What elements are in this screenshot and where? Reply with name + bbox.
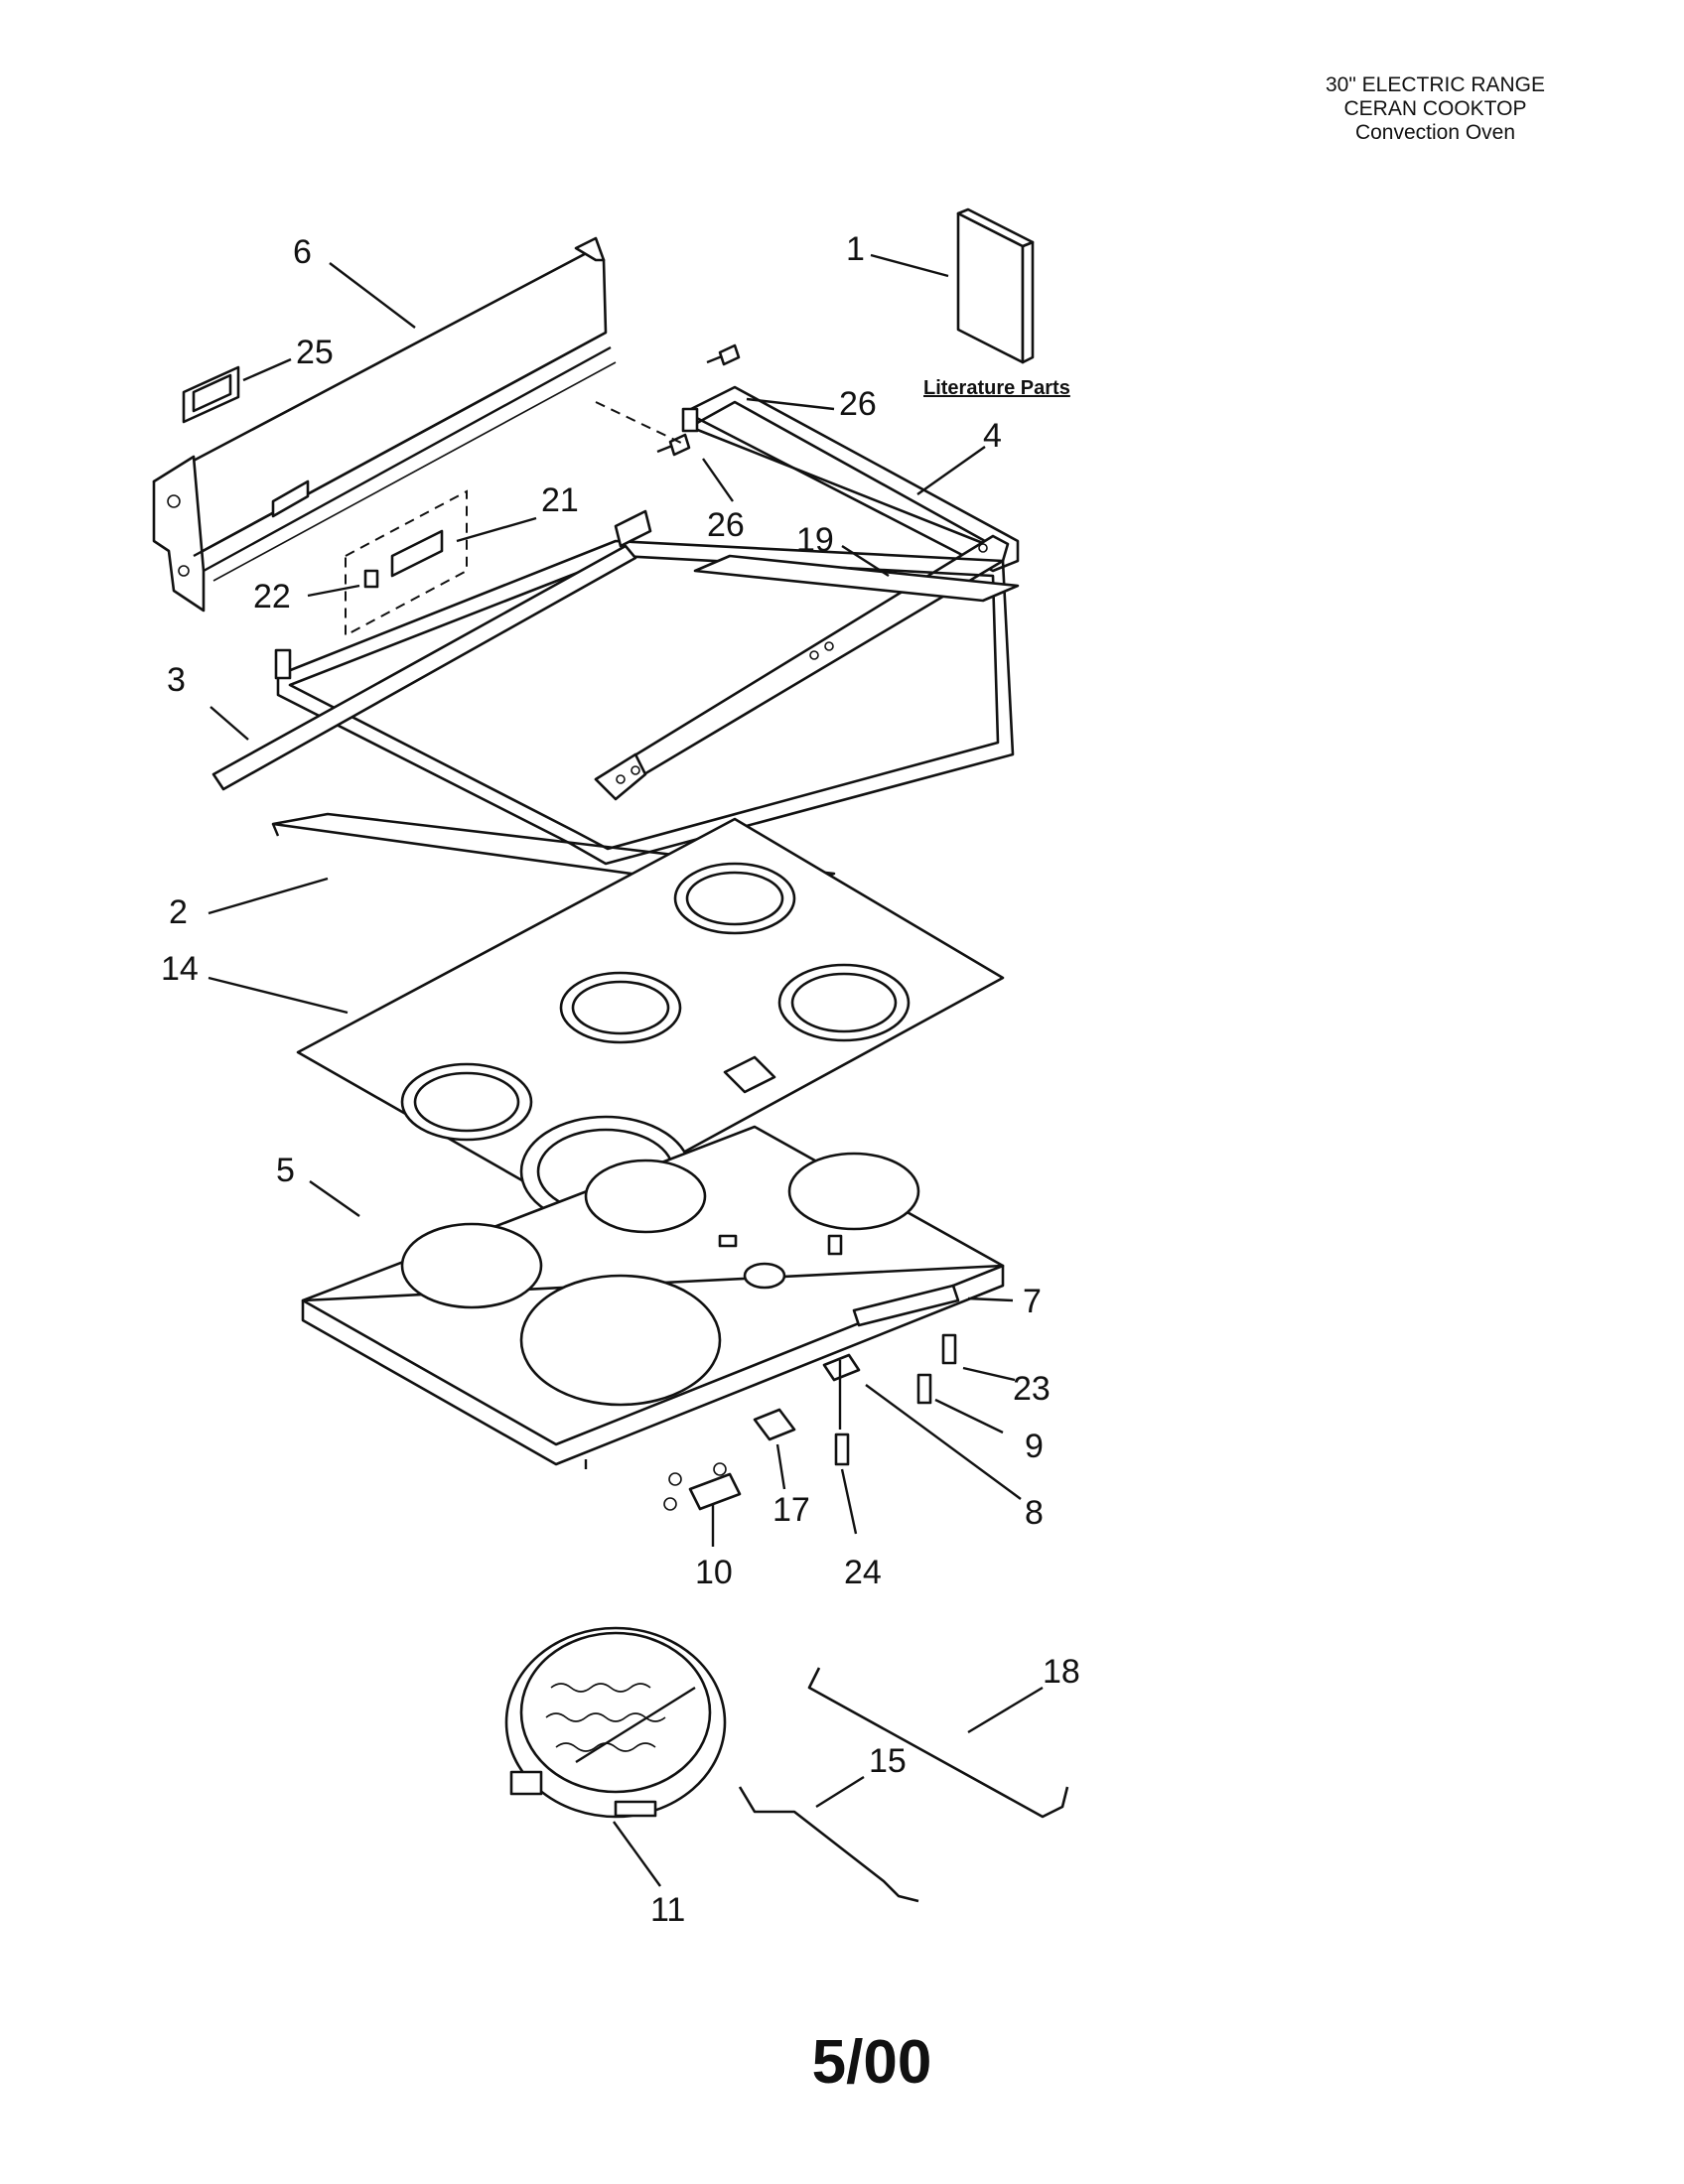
date-code: 5/00 (811, 2028, 932, 2097)
support-bracket-part (852, 1284, 960, 1327)
callout-17: 17 (772, 1491, 810, 1529)
literature-parts-label: Literature Parts (923, 377, 1070, 399)
terminal-block-part (663, 1462, 742, 1511)
label-part (182, 365, 240, 424)
page-header: 30" ELECTRIC RANGE CERAN COOKTOP Convect… (1326, 73, 1545, 145)
radiant-element-part (504, 1626, 727, 1819)
callout-22: 22 (253, 578, 291, 615)
callout-26-upper: 26 (839, 385, 877, 423)
fastener-parts (822, 1333, 957, 1466)
rear-trim-part (152, 236, 617, 613)
callout-24: 24 (844, 1554, 882, 1591)
header-line-2: CERAN COOKTOP (1343, 97, 1527, 120)
callout-7: 7 (1023, 1283, 1042, 1320)
callout-11: 11 (650, 1891, 685, 1929)
literature-booklet-part (956, 207, 1035, 364)
header-line-3: Convection Oven (1354, 121, 1516, 144)
rod-part-15 (738, 1786, 919, 1903)
screw-part (595, 343, 741, 457)
rod-part-18 (807, 1667, 1069, 1819)
gasket-part (271, 812, 836, 895)
header-line-1: 30" ELECTRIC RANGE (1325, 73, 1545, 96)
callout-26-lower: 26 (707, 506, 745, 544)
callout-4: 4 (983, 417, 1002, 455)
clip-part (753, 1408, 796, 1441)
bracket-assembly-part (345, 489, 468, 637)
callout-10: 10 (695, 1554, 733, 1591)
glass-cooktop-part (296, 817, 1005, 1228)
callout-5: 5 (276, 1152, 295, 1189)
callout-6: 6 (293, 233, 312, 271)
leader-lines (208, 253, 1044, 1887)
callout-9: 9 (1025, 1428, 1044, 1465)
callout-18: 18 (1043, 1653, 1080, 1691)
callout-21: 21 (541, 481, 579, 519)
callout-15: 15 (869, 1742, 907, 1780)
callout-2: 2 (169, 893, 188, 931)
callout-1: 1 (846, 230, 865, 268)
callout-14: 14 (161, 950, 199, 988)
callout-8: 8 (1025, 1494, 1044, 1532)
top-frame-part (681, 385, 1020, 573)
callout-labels: 1 6 25 26 26 4 19 21 22 3 2 14 5 7 23 9 … (161, 230, 1080, 1929)
cooktop-tray-part (301, 1125, 1005, 1469)
cooktop-frame-part (211, 509, 1020, 866)
callout-25: 25 (296, 334, 334, 371)
callout-19: 19 (796, 521, 834, 559)
callout-23: 23 (1013, 1370, 1051, 1408)
callout-3: 3 (167, 661, 186, 699)
